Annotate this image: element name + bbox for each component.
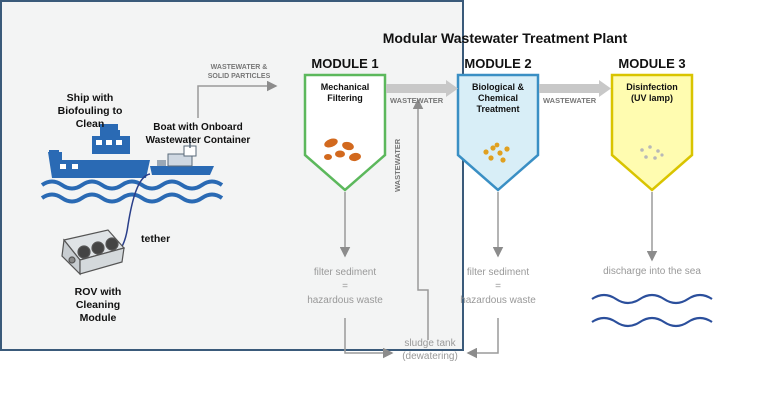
boat-label: Boat with Onboard Wastewater Container	[145, 122, 251, 146]
module-1-funnel	[303, 73, 387, 192]
sludge-arrow-1	[344, 318, 394, 359]
module-2-heading: MODULE 2	[464, 56, 532, 71]
sediment-1-line-2: =	[342, 281, 348, 292]
inflow-label: WASTEWATER & SOLID PARTICLES	[207, 64, 271, 80]
sediment-2-line-2: =	[495, 281, 501, 292]
plant-title: Modular Wastewater Treatment Plant	[382, 30, 628, 46]
flow-bar-1	[386, 84, 446, 93]
sediment-2-text: filter sediment = hazardous waste	[453, 266, 543, 308]
module-1-label: Mechanical Filtering	[320, 82, 370, 103]
sludge-tank-text: sludge tank (dewatering)	[390, 337, 470, 363]
rov-icon	[61, 229, 126, 276]
tether-label: tether	[141, 233, 171, 245]
sediment-2-line-1: filter sediment	[466, 267, 530, 278]
ship-label: Ship with Biofouling to Clean	[57, 92, 123, 130]
module-2-funnel	[456, 73, 540, 192]
module-3-funnel	[610, 73, 694, 192]
particles-fine	[640, 145, 664, 160]
flow-bar-2	[539, 84, 599, 93]
sea-waves-icon	[40, 179, 224, 204]
sediment-2-line-3: hazardous waste	[460, 295, 536, 306]
module-1-heading: MODULE 1	[311, 56, 379, 71]
particles-medium	[483, 142, 510, 163]
sludge-line-2: (dewatering)	[402, 351, 458, 362]
module-3-label: Disinfection (UV lamp)	[626, 82, 678, 103]
rov-label: ROV with Cleaning Module	[74, 286, 122, 324]
discharge-text: discharge into the sea	[603, 266, 701, 277]
flow-label-1: WASTEWATER	[390, 96, 444, 105]
return-arrow	[412, 98, 429, 340]
sludge-arrow-2	[466, 318, 499, 359]
sediment-1-text: filter sediment = hazardous waste	[300, 266, 390, 308]
particles-large	[324, 138, 361, 162]
ship-icon	[48, 124, 150, 178]
module-2-label: Biological & Chemical Treatment	[471, 82, 524, 114]
return-flow-label: WASTEWATER	[393, 138, 402, 192]
module-3-heading: MODULE 3	[618, 56, 686, 71]
sediment-1-line-1: filter sediment	[313, 267, 377, 278]
flow-label-2: WASTEWATER	[543, 96, 597, 105]
discharge-waves-icon	[591, 293, 713, 328]
inflow-arrow	[197, 80, 278, 118]
sediment-1-line-3: hazardous waste	[307, 295, 383, 306]
sludge-line-1: sludge tank	[404, 338, 456, 349]
boat-icon	[150, 138, 214, 175]
